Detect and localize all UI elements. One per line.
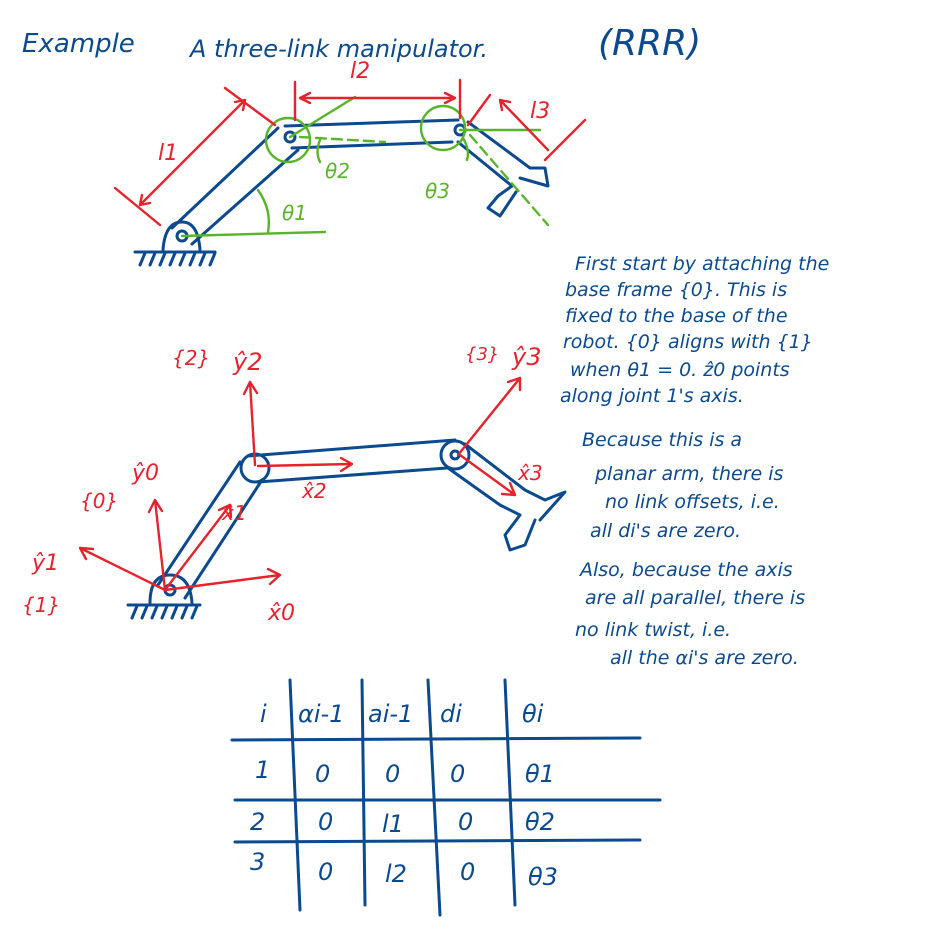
link-length-label-l3: l3 bbox=[530, 99, 550, 124]
page-title: A three-link manipulator. bbox=[188, 35, 488, 63]
link-2 bbox=[246, 438, 457, 484]
table-cell: 0 bbox=[318, 808, 333, 836]
table-cell: l1 bbox=[382, 810, 404, 838]
note-line: First start by attaching the bbox=[575, 253, 829, 275]
table-header-theta: θi bbox=[522, 700, 544, 728]
note-line: along joint 1's axis. bbox=[560, 385, 744, 407]
link-1 bbox=[170, 126, 300, 246]
joint-angle-label-theta2: θ2 bbox=[325, 159, 350, 183]
note-line: when θ1 = 0. ẑ0 points bbox=[570, 359, 790, 381]
note-line: Also, because the axis bbox=[578, 559, 793, 581]
table-cell: 3 bbox=[250, 848, 265, 876]
explanation-notes: First start by attaching the base frame … bbox=[560, 253, 829, 669]
note-line: planar arm, there is bbox=[594, 463, 784, 485]
note-line: Because this is a bbox=[582, 429, 742, 451]
table-cell: θ1 bbox=[525, 760, 555, 788]
table-row: 2 0 l1 0 θ2 bbox=[250, 808, 555, 838]
note-line: no link twist, i.e. bbox=[575, 619, 731, 641]
dh-parameter-table: i αi-1 ai-1 di θi 1 0 0 0 θ1 2 0 l1 0 θ2… bbox=[230, 678, 662, 917]
table-header-alpha: αi-1 bbox=[298, 700, 344, 728]
link-1 bbox=[156, 460, 264, 600]
frame-assignment-diagram: {0} {1} {2} {3} ŷ0 x̂0 ŷ1 x̂1 ŷ2 x̂2 ŷ3 … bbox=[22, 343, 567, 626]
link-length-label-l1: l1 bbox=[158, 141, 178, 166]
axis-label-x0: x̂0 bbox=[267, 601, 295, 626]
axis-label-y1: ŷ1 bbox=[31, 551, 59, 576]
table-row: 3 0 l2 0 θ3 bbox=[250, 848, 558, 891]
table-header-d: di bbox=[440, 700, 462, 728]
joint-angle-label-theta1: θ1 bbox=[282, 201, 307, 225]
joint-circles bbox=[180, 95, 550, 238]
table-cell: 0 bbox=[458, 808, 473, 836]
axis-label-x3: x̂3 bbox=[517, 461, 543, 485]
dimension-lines bbox=[113, 78, 587, 227]
axis-label-y2: ŷ2 bbox=[232, 348, 262, 376]
note-line: robot. {0} aligns with {1} bbox=[563, 331, 813, 353]
table-cell: 2 bbox=[250, 808, 265, 836]
table-cell: 0 bbox=[385, 760, 400, 788]
table-cell: 0 bbox=[450, 760, 465, 788]
axis-label-y0: ŷ0 bbox=[131, 461, 159, 486]
link-length-label-l2: l2 bbox=[350, 59, 370, 84]
example-label: Example bbox=[22, 29, 135, 59]
table-cell: l2 bbox=[385, 860, 407, 888]
table-cell: 0 bbox=[318, 858, 333, 886]
frame-label-1: {1} bbox=[22, 593, 60, 617]
table-row: 1 0 0 0 θ1 bbox=[255, 756, 555, 788]
axis-label-x2: x̂2 bbox=[301, 479, 327, 503]
link-3-gripper bbox=[446, 442, 567, 552]
note-line: all di's are zero. bbox=[590, 520, 741, 542]
frame-label-3: {3} bbox=[465, 344, 499, 365]
table-header-i: i bbox=[260, 700, 267, 728]
manipulator-type-label: (RRR) bbox=[598, 23, 701, 64]
note-line: are all parallel, there is bbox=[585, 587, 805, 609]
note-line: fixed to the base of the bbox=[565, 305, 788, 327]
table-cell: 0 bbox=[460, 858, 475, 886]
table-cell: θ2 bbox=[525, 808, 555, 836]
note-line: all the αi's are zero. bbox=[610, 647, 799, 669]
frame-label-2: {2} bbox=[172, 346, 210, 370]
base-ground-hatch bbox=[133, 220, 217, 267]
frame-axes bbox=[78, 376, 522, 592]
note-line: base frame {0}. This is bbox=[565, 279, 787, 301]
joint-angle-label-theta3: θ3 bbox=[425, 179, 450, 203]
table-cell: 1 bbox=[255, 756, 270, 784]
table-cell: θ3 bbox=[528, 863, 558, 891]
axis-label-y3: ŷ3 bbox=[511, 343, 541, 371]
note-line: no link offsets, i.e. bbox=[605, 491, 780, 513]
table-header-a: ai-1 bbox=[368, 700, 413, 728]
top-manipulator-diagram: l1 l2 l3 θ1 θ2 θ3 bbox=[113, 59, 587, 267]
table-cell: 0 bbox=[315, 760, 330, 788]
axis-label-x1: x̂1 bbox=[221, 501, 247, 525]
frame-label-0: {0} bbox=[80, 489, 118, 513]
